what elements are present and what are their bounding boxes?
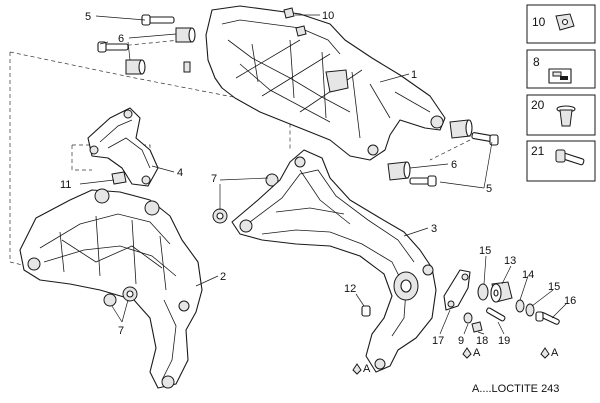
callout-a-1: A: [363, 363, 371, 375]
legend-item-20: 20: [526, 94, 596, 136]
svg-text:21: 21: [531, 144, 545, 158]
clip-nut-parts: [183, 7, 307, 73]
bolt-part-19: [486, 307, 506, 322]
callout-10: 10: [322, 10, 334, 22]
legend-item-21: 21: [526, 140, 596, 182]
callout-15-right: 15: [548, 281, 560, 293]
clip-nut-icon: [555, 13, 575, 31]
callout-labels: 5 6 10 1 6 5 4 11 7 3 2 7 12 15 13 14 15…: [60, 10, 576, 375]
bolt-icon: [555, 149, 585, 166]
svg-text:8: 8: [533, 55, 540, 69]
callout-14: 14: [522, 269, 534, 281]
cap-icon: [556, 105, 576, 127]
bushing-parts-lower: [103, 286, 138, 307]
callout-3: 3: [431, 223, 437, 235]
callout-1: 1: [411, 69, 417, 81]
callout-19: 19: [498, 335, 510, 347]
callout-leader-lines: [79, 14, 567, 335]
spacer-part-11: [111, 171, 127, 185]
legend-item-10: 10: [526, 4, 596, 44]
loctite-footnote: A....LOCTITE 243: [472, 383, 559, 395]
nut-part-18: [471, 321, 483, 333]
callout-9: 9: [458, 335, 464, 347]
callout-6-right: 6: [451, 159, 457, 171]
callout-15-left: 15: [479, 245, 491, 257]
bracket-part: [87, 107, 159, 187]
bushing-part-13: [490, 281, 513, 303]
callout-a-2: A: [473, 347, 481, 359]
decal-icon: [548, 68, 572, 84]
spacer-part-14: [515, 299, 525, 313]
parts-legend: 10 8 20 21: [526, 4, 596, 182]
footrest-bracket-part: [443, 269, 471, 311]
callout-12: 12: [344, 283, 356, 295]
spacer-bolt-right: [387, 119, 499, 187]
callout-18: 18: [476, 335, 488, 347]
callout-5-right: 5: [486, 183, 492, 195]
callout-6-top: 6: [118, 33, 124, 45]
callout-7-lower: 7: [118, 325, 124, 337]
washer-part-15a: [477, 283, 489, 301]
left-housing-part: [19, 188, 203, 389]
callout-7-upper: 7: [211, 173, 217, 185]
bolt-part-top: [141, 14, 196, 43]
callout-2: 2: [220, 271, 226, 283]
right-side-frame-part: [231, 149, 437, 373]
callout-4: 4: [177, 167, 183, 179]
callout-a-3: A: [551, 347, 559, 359]
bolt-part-16: [535, 311, 560, 325]
loctite-drop-markers: [352, 347, 550, 375]
washer-part-15b: [525, 303, 535, 317]
callout-16: 16: [564, 295, 576, 307]
main-frame-part: [205, 5, 446, 161]
washer-part-9: [463, 312, 473, 324]
bolt-part-left: [97, 41, 146, 75]
callout-5-top: 5: [85, 11, 91, 23]
svg-text:10: 10: [532, 15, 546, 29]
legend-item-8: 8: [526, 49, 596, 89]
pin-part-12: [361, 305, 371, 317]
svg-text:20: 20: [531, 98, 545, 112]
callout-11: 11: [60, 179, 71, 191]
callout-13: 13: [504, 255, 516, 267]
callout-17: 17: [432, 335, 444, 347]
bushing-parts-upper: [212, 173, 279, 224]
